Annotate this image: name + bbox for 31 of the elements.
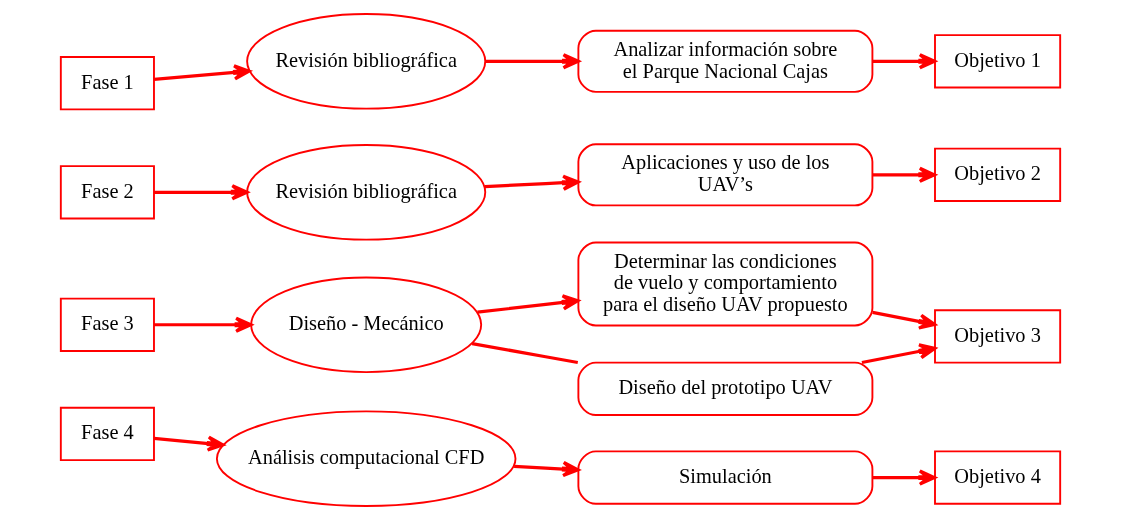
arrow [477,294,580,314]
node-box: Objetivo 1 [934,34,1062,89]
arrow [861,343,937,365]
arrow [872,166,937,183]
node-box: Fase 1 [59,56,155,111]
node-box: Objetivo 2 [934,147,1062,202]
node-ellipse: Diseño - Mecánico [250,276,483,374]
node-box: Simulación [577,450,874,505]
arrow [153,64,251,81]
arrow [154,184,249,201]
connector [471,341,579,365]
arrow [872,310,937,330]
node-ellipse: Revisión bibliográfica [246,13,487,110]
node-box: Analizar información sobre el Parque Nacional Cajas [577,29,874,93]
arrow [514,460,580,478]
node-box: Diseño del prototipo UAV [577,361,874,416]
arrow [154,316,253,333]
arrow [872,469,937,486]
arrow [872,53,937,70]
arrow [153,435,225,452]
node-box: Fase 4 [59,406,155,462]
node-box: Objetivo 4 [934,450,1062,505]
node-box: Objetivo 3 [934,309,1062,364]
node-box: Fase 3 [59,297,155,352]
arrow [485,53,580,70]
node-box: Determinar las condiciones de vuelo y comportamiento para el diseño UAV propuesto [577,241,874,327]
node-ellipse: Revisión bibliográfica [246,144,487,241]
arrow [484,174,580,191]
node-box: Fase 2 [59,165,155,220]
node-box: Aplicaciones y uso de los UAV’s [577,143,874,207]
node-ellipse: Análisis computacional CFD [215,410,517,507]
